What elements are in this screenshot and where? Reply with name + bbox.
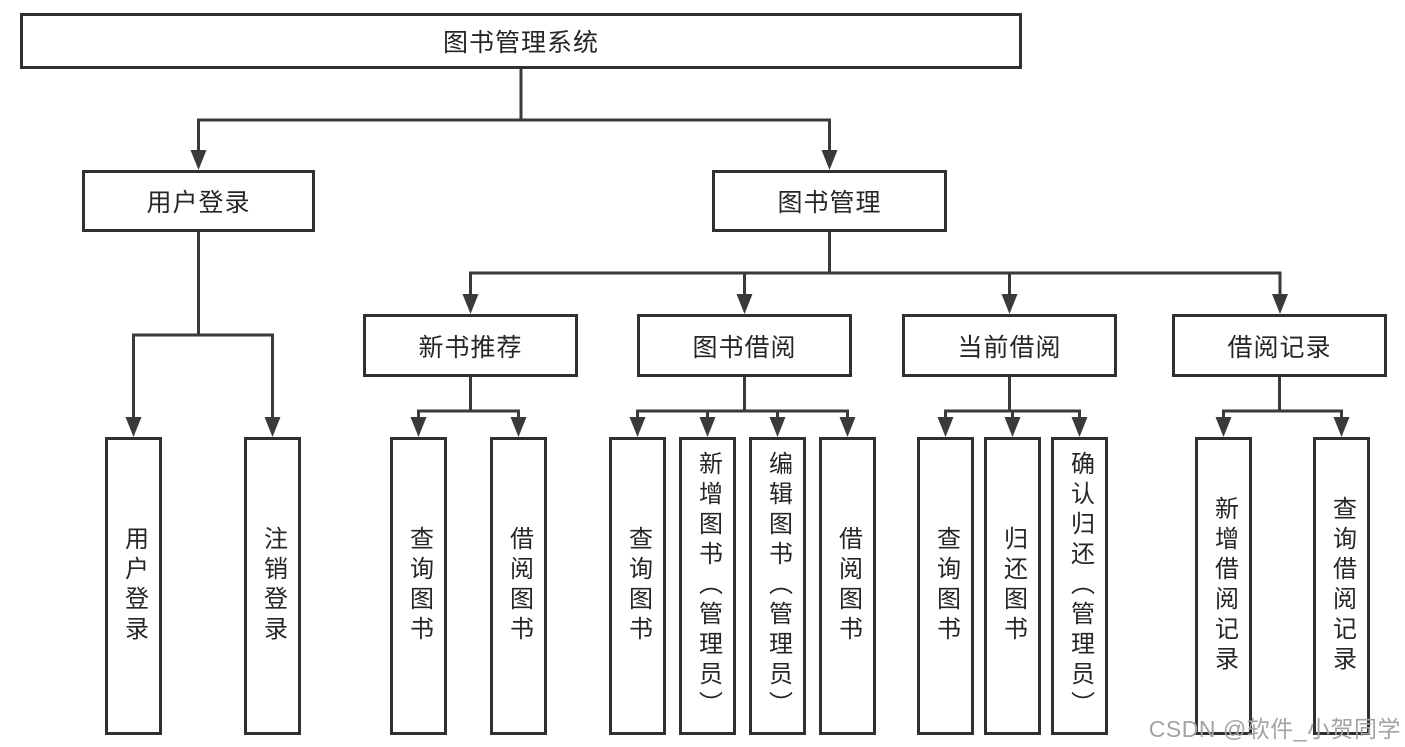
node-current-borrow: 当前借阅 xyxy=(902,314,1117,377)
leaf-borrow-borrow-books: 借阅图书 xyxy=(819,437,876,735)
node-label: 图书管理系统 xyxy=(442,29,599,57)
leaf-current-return-books: 归还图书 xyxy=(984,437,1041,735)
csdn-watermark: CSDN @软件_小贺同学 xyxy=(1148,716,1401,742)
leaf-logout: 注销登录 xyxy=(244,437,301,735)
node-label: 查询图书 xyxy=(405,526,433,646)
leaf-current-confirm-return-admin: 确认归还（管理员） xyxy=(1051,437,1108,735)
node-label: 归还图书 xyxy=(999,526,1027,646)
node-label: 查询图书 xyxy=(932,526,960,646)
leaf-record-add: 新增借阅记录 xyxy=(1195,437,1252,735)
node-root: 图书管理系统 xyxy=(20,13,1022,69)
leaf-user-login: 用户登录 xyxy=(105,437,162,735)
leaf-borrow-edit-books-admin: 编辑图书（管理员） xyxy=(749,437,806,735)
node-label: 当前借阅 xyxy=(957,333,1062,362)
node-label: 图书借阅 xyxy=(692,333,797,362)
node-label: 用户登录 xyxy=(146,189,251,217)
node-label: 借阅图书 xyxy=(505,526,533,646)
leaf-record-query: 查询借阅记录 xyxy=(1313,437,1370,735)
node-label: 图书管理 xyxy=(777,189,882,217)
node-book-management: 图书管理 xyxy=(712,170,947,232)
node-new-book-recommend: 新书推荐 xyxy=(363,314,578,377)
node-user-login: 用户登录 xyxy=(82,170,315,232)
leaf-rec-query-books: 查询图书 xyxy=(390,437,447,735)
node-label: 新增图书（管理员） xyxy=(694,451,722,721)
node-label: 借阅图书 xyxy=(834,526,862,646)
node-label: 注销登录 xyxy=(259,526,287,646)
node-borrow-records: 借阅记录 xyxy=(1172,314,1387,377)
node-label: 确认归还（管理员） xyxy=(1066,451,1094,721)
node-label: 查询图书 xyxy=(624,526,652,646)
node-label: 借阅记录 xyxy=(1227,333,1332,362)
node-label: 新增借阅记录 xyxy=(1210,496,1238,676)
node-label: 查询借阅记录 xyxy=(1328,496,1356,676)
node-label: 新书推荐 xyxy=(418,333,523,362)
leaf-rec-borrow-books: 借阅图书 xyxy=(490,437,547,735)
node-book-borrow: 图书借阅 xyxy=(637,314,852,377)
leaf-borrow-query-books: 查询图书 xyxy=(609,437,666,735)
leaf-borrow-add-books-admin: 新增图书（管理员） xyxy=(679,437,736,735)
node-label: 用户登录 xyxy=(120,526,148,646)
node-label: 编辑图书（管理员） xyxy=(764,451,792,721)
leaf-current-query-books: 查询图书 xyxy=(917,437,974,735)
